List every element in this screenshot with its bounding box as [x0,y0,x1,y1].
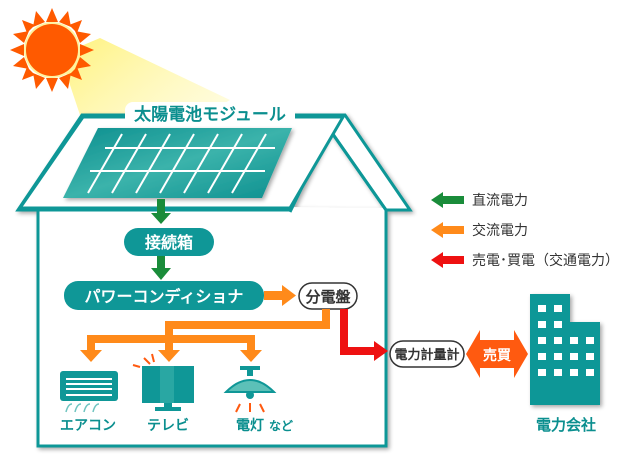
power-meter: 電力計量計 [389,340,465,368]
appliance-label-light-suffix: など [269,419,293,433]
ceiling-light-icon [223,366,277,413]
legend-label-ac: 交流電力 [472,222,528,239]
arrow-left-icon [431,222,464,238]
legend: 直流電力 交流電力 売電･買電（交通電力） [431,192,619,269]
appliance-label-aircon: エアコン [60,418,116,434]
legend-item-trade: 売電･買電（交通電力） [431,252,619,269]
dc-arrow-box-to-pcs [151,256,171,280]
trade-double-arrow: 売買 [466,330,528,378]
distribution-board-label: 分電盤 [305,288,351,306]
legend-label-trade: 売電･買電（交通電力） [472,252,619,269]
appliance-label-light: 電灯 [236,417,264,434]
arrow-left-icon [431,192,464,208]
trade-label: 売買 [483,347,512,364]
television-icon [132,353,194,411]
dc-arrow-panel-to-box [151,199,171,224]
sun-icon [10,8,94,92]
arrow-left-icon [431,252,464,268]
power-conditioner: パワーコンディショナ [64,281,264,310]
power-conditioner-label: パワーコンディショナ [85,287,244,306]
legend-item-ac: 交流電力 [431,222,528,239]
power-company-building-icon [530,294,600,405]
power-meter-label: 電力計量計 [394,347,459,363]
trade-arrow-board-to-meter [340,309,388,361]
solar-panel [63,128,292,198]
legend-item-dc: 直流電力 [431,192,528,209]
solar-module-label: 太陽電池モジュール [134,104,286,125]
junction-box-label: 接続箱 [145,233,193,252]
legend-label-dc: 直流電力 [472,192,528,209]
power-company-label: 電力会社 [536,416,596,434]
air-conditioner-icon [60,371,118,413]
distribution-board: 分電盤 [298,282,358,310]
appliance-label-tv: テレビ [147,418,189,434]
ac-arrow-pcs-to-board [264,285,296,306]
junction-box: 接続箱 [124,228,214,256]
ac-branch-lines [80,309,330,362]
solar-module-label-bg [125,102,295,126]
